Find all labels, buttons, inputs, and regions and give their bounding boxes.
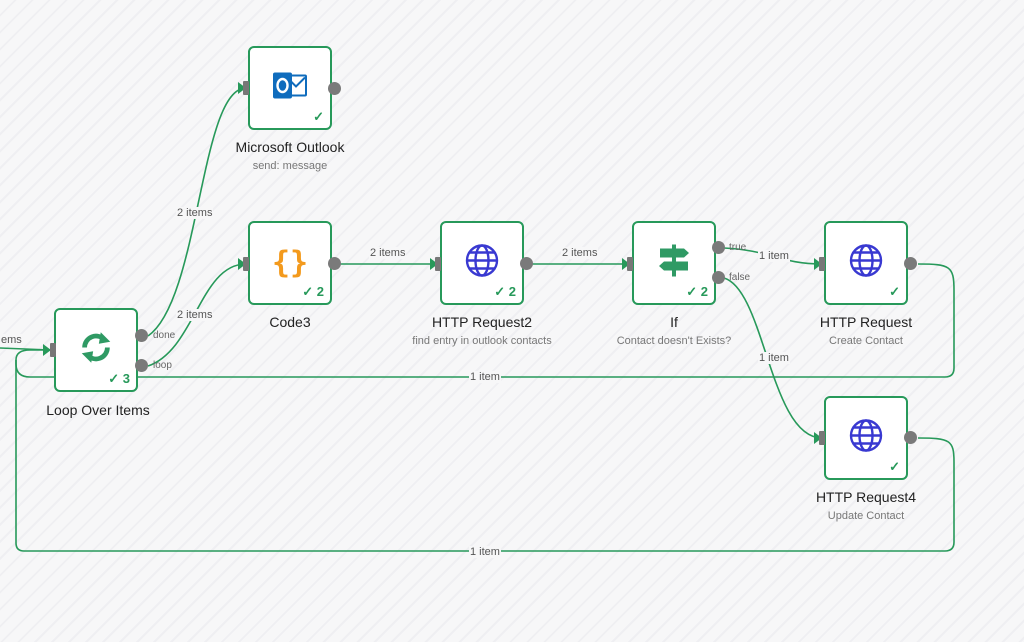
node-title-http: HTTP Request [819, 314, 913, 330]
success-check: ✓ 2 [494, 284, 516, 299]
run-count: 2 [508, 284, 516, 299]
edge-label-http4-back-to-loop: 1 item [469, 546, 501, 558]
success-check: ✓ [889, 459, 900, 474]
loop-input-handle[interactable] [50, 343, 56, 357]
port-label-true: true [729, 242, 747, 253]
success-check: ✓ 2 [686, 284, 708, 299]
http4-output-handle[interactable] [904, 431, 917, 444]
node-subtitle-http4: Update Contact [827, 510, 905, 522]
node-title-loop: Loop Over Items [46, 402, 150, 418]
code3-output-handle[interactable] [328, 257, 341, 270]
edge-label-done-to-outlook: 2 items [176, 207, 214, 219]
node-title-if: If [670, 314, 678, 330]
code3-input-handle[interactable] [243, 257, 249, 271]
arrowheads [43, 82, 822, 444]
port-label-done: done [153, 330, 176, 341]
http4-input-handle[interactable] [819, 431, 825, 445]
signpost-icon [656, 243, 692, 284]
node-title-outlook: Microsoft Outlook [235, 139, 345, 155]
node-title-http4: HTTP Request4 [815, 489, 917, 505]
node-if[interactable]: ✓ 2 [632, 221, 716, 305]
edge-http4-back-to-loop[interactable] [15, 360, 955, 552]
globe-icon [464, 243, 500, 284]
edge-http-back-to-loop[interactable] [15, 263, 955, 378]
node-subtitle-http: Create Contact [829, 335, 903, 347]
loop-loop-handle[interactable] [135, 359, 148, 372]
http2-output-handle[interactable] [520, 257, 533, 270]
globe-icon [848, 243, 884, 284]
outlook-icon [272, 70, 308, 107]
edge-label-false-to-http4: 1 item [758, 352, 790, 364]
run-count: 2 [700, 284, 708, 299]
http-input-handle[interactable] [819, 257, 825, 271]
http2-input-handle[interactable] [435, 257, 441, 271]
run-count: 2 [316, 284, 324, 299]
node-http-request2[interactable]: ✓ 2 [440, 221, 524, 305]
if-false-handle[interactable] [712, 271, 725, 284]
success-check: ✓ 2 [302, 284, 324, 299]
code-braces-icon: {} [271, 245, 309, 281]
node-code3[interactable]: {} ✓ 2 [248, 221, 332, 305]
node-title-code3: Code3 [269, 314, 311, 330]
node-subtitle-http2: find entry in outlook contacts [412, 335, 552, 347]
port-label-loop: loop [153, 360, 172, 371]
node-subtitle-if: Contact doesn't Exists? [616, 335, 732, 347]
edge-label-http-back-to-loop: 1 item [469, 371, 501, 383]
node-subtitle-outlook: send: message [252, 160, 328, 172]
refresh-icon [77, 329, 115, 372]
http-output-handle[interactable] [904, 257, 917, 270]
outlook-input-handle[interactable] [243, 81, 249, 95]
loop-done-handle[interactable] [135, 329, 148, 342]
edge-label-http2-to-if: 2 items [561, 247, 599, 259]
edge-label-code3-to-http2: 2 items [369, 247, 407, 259]
run-count: 3 [122, 371, 130, 386]
globe-icon [848, 418, 884, 459]
edge-label-loop-to-code3: 2 items [176, 309, 214, 321]
edge-label-incoming: ems [0, 334, 23, 346]
node-loop-over-items[interactable]: ✓ 3 [54, 308, 138, 392]
node-http-request4[interactable]: ✓ [824, 396, 908, 480]
edge-done-to-outlook[interactable] [147, 87, 247, 337]
if-true-handle[interactable] [712, 241, 725, 254]
edge-label-true-to-http: 1 item [758, 250, 790, 262]
node-title-http2: HTTP Request2 [431, 314, 533, 330]
port-label-false: false [729, 272, 751, 283]
outlook-output-handle[interactable] [328, 82, 341, 95]
node-http-request[interactable]: ✓ [824, 221, 908, 305]
success-check: ✓ [313, 109, 324, 124]
if-input-handle[interactable] [627, 257, 633, 271]
node-microsoft-outlook[interactable]: ✓ [248, 46, 332, 130]
success-check: ✓ [889, 284, 900, 299]
success-check: ✓ 3 [108, 371, 130, 386]
